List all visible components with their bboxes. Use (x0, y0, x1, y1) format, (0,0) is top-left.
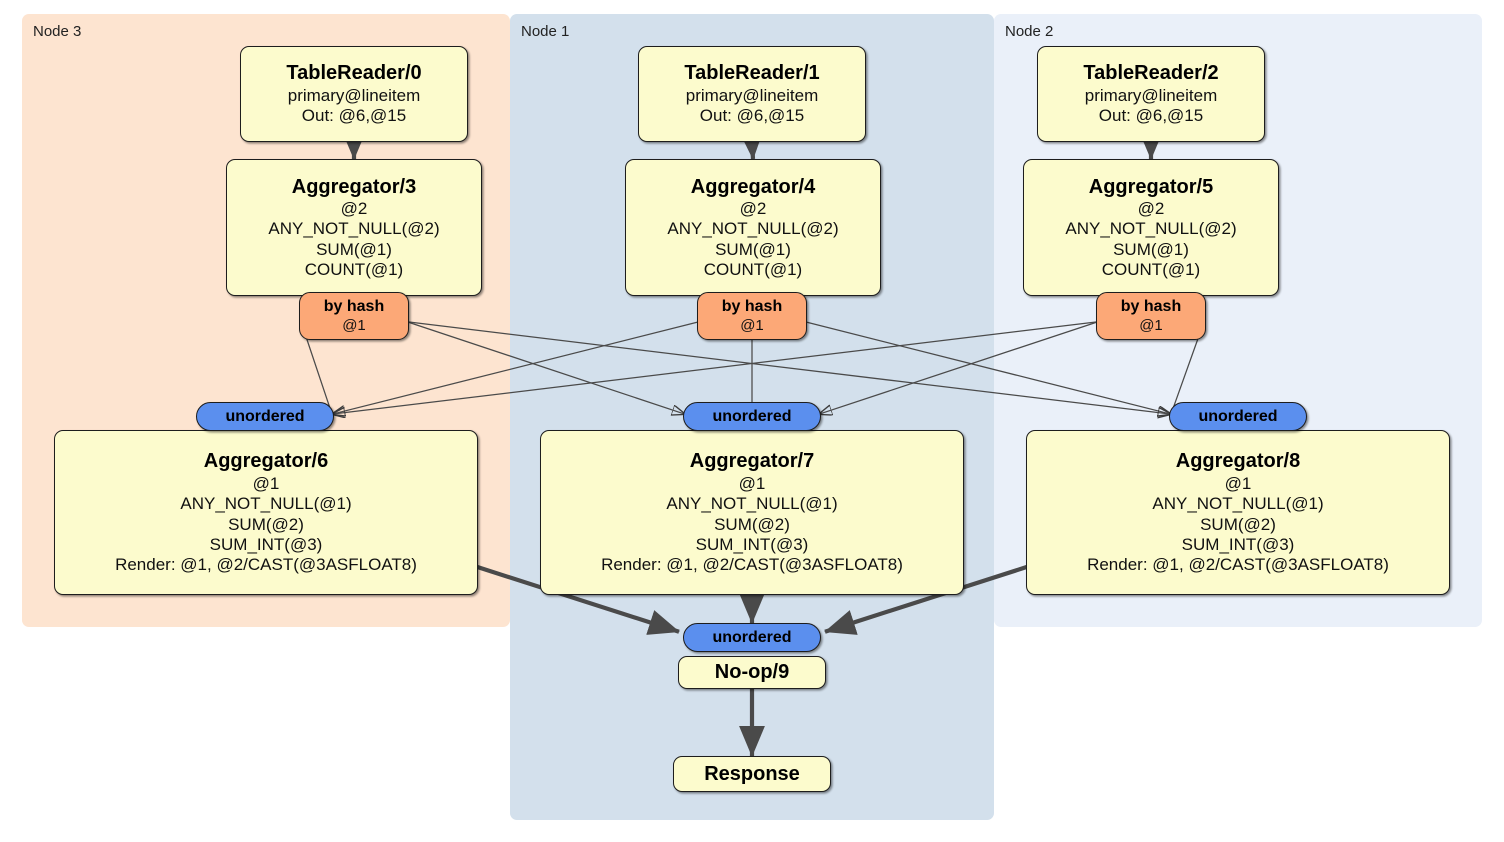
router-byhash5[interactable]: by hash@1 (1096, 292, 1206, 340)
processor-detail-line: COUNT(@1) (1101, 260, 1201, 280)
stream-label: unordered (712, 628, 792, 646)
processor-detail-line: Out: @6,@15 (699, 106, 805, 126)
processor-detail-line: SUM(@2) (1200, 514, 1276, 534)
processor-detail-line: @2 (340, 198, 368, 218)
processor-detail-line: ANY_NOT_NULL(@1) (666, 494, 838, 514)
stream-unordered6[interactable]: unordered (196, 402, 334, 431)
router-byhash4[interactable]: by hash@1 (697, 292, 807, 340)
processor-detail-line: ANY_NOT_NULL(@1) (180, 494, 352, 514)
processor-detail-line: SUM(@1) (316, 239, 392, 259)
processor-title: Response (704, 762, 800, 785)
processor-detail-line: @1 (1224, 473, 1252, 493)
processor-title: No-op/9 (714, 661, 790, 684)
processor-detail-line: SUM(@2) (714, 514, 790, 534)
processor-detail-line: Out: @6,@15 (1098, 106, 1204, 126)
processor-detail-line: SUM_INT(@3) (695, 534, 809, 554)
processor-title: Aggregator/8 (1175, 450, 1301, 473)
processor-title: TableReader/1 (684, 62, 820, 85)
processor-detail-line: @2 (739, 198, 767, 218)
stream-label: unordered (225, 407, 305, 425)
processor-detail-line: Render: @1, @2/CAST(@3ASFLOAT8) (1087, 555, 1389, 575)
processor-detail-line: SUM(@1) (715, 239, 791, 259)
region-label-node-3: Node 3 (33, 23, 82, 40)
processor-detail-line: Render: @1, @2/CAST(@3ASFLOAT8) (115, 555, 417, 575)
processor-title: Aggregator/3 (291, 175, 417, 198)
processor-detail-line: SUM(@1) (1113, 239, 1189, 259)
processor-response[interactable]: Response (673, 756, 831, 792)
processor-detail-line: SUM_INT(@3) (1181, 534, 1295, 554)
processor-detail-line: Render: @1, @2/CAST(@3ASFLOAT8) (601, 555, 903, 575)
processor-detail-line: SUM(@2) (228, 514, 304, 534)
region-label-node-2: Node 2 (1005, 23, 1054, 40)
processor-detail-line: ANY_NOT_NULL(@2) (1065, 219, 1237, 239)
stream-unordered8[interactable]: unordered (1169, 402, 1307, 431)
router-title: by hash (1120, 298, 1182, 316)
router-title: by hash (721, 298, 783, 316)
router-column: @1 (740, 316, 764, 334)
processor-title: Aggregator/4 (690, 175, 816, 198)
stream-label: unordered (1198, 407, 1278, 425)
router-byhash3[interactable]: by hash@1 (299, 292, 409, 340)
processor-title: TableReader/2 (1083, 62, 1219, 85)
router-column: @1 (342, 316, 366, 334)
stream-unordered9[interactable]: unordered (683, 623, 821, 652)
processor-detail-line: primary@lineitem (287, 85, 421, 105)
processor-detail-line: @2 (1137, 198, 1165, 218)
stream-label: unordered (712, 407, 792, 425)
processor-detail-line: ANY_NOT_NULL(@2) (667, 219, 839, 239)
stream-unordered7[interactable]: unordered (683, 402, 821, 431)
processor-detail-line: primary@lineitem (685, 85, 819, 105)
router-column: @1 (1139, 316, 1163, 334)
processor-detail-line: @1 (252, 473, 280, 493)
region-label-node-1: Node 1 (521, 23, 570, 40)
processor-noop9[interactable]: No-op/9 (678, 656, 826, 689)
router-title: by hash (323, 298, 385, 316)
processor-title: Aggregator/7 (689, 450, 815, 473)
processor-detail-line: ANY_NOT_NULL(@2) (268, 219, 440, 239)
processor-detail-line: SUM_INT(@3) (209, 534, 323, 554)
processor-detail-line: COUNT(@1) (703, 260, 803, 280)
processor-detail-line: @1 (738, 473, 766, 493)
processor-title: TableReader/0 (286, 62, 422, 85)
processor-detail-line: ANY_NOT_NULL(@1) (1152, 494, 1324, 514)
processor-detail-line: primary@lineitem (1084, 85, 1218, 105)
processor-title: Aggregator/6 (203, 450, 329, 473)
processor-detail-line: Out: @6,@15 (301, 106, 407, 126)
processor-detail-line: COUNT(@1) (304, 260, 404, 280)
processor-title: Aggregator/5 (1088, 175, 1214, 198)
